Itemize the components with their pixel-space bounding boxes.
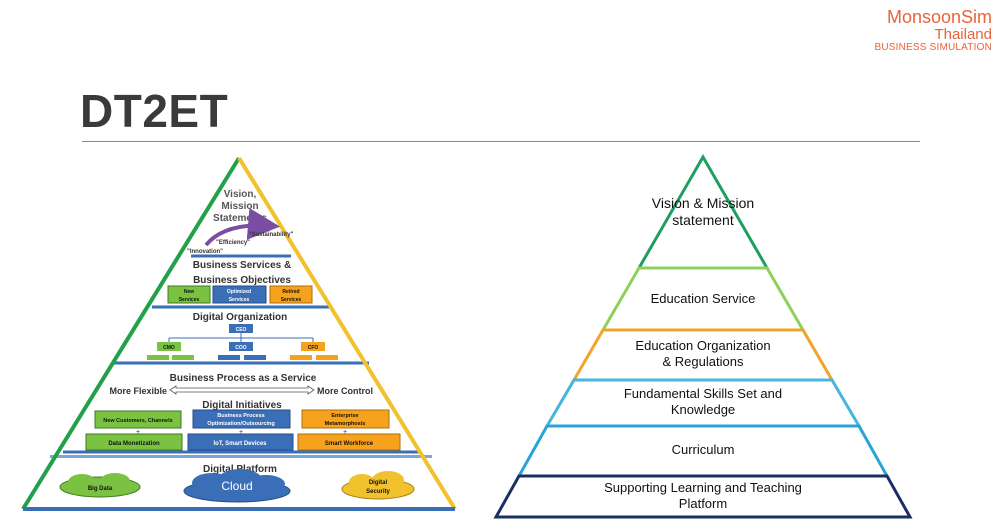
education-pyramid xyxy=(493,153,913,519)
cfo-box xyxy=(301,342,325,351)
new-services-box xyxy=(167,285,211,304)
apex-text-3: Statements xyxy=(213,213,267,224)
initiatives-title: Digital Initiatives xyxy=(202,400,282,411)
new-services-1: New xyxy=(184,289,194,295)
layer-6-text-1: Supporting Learning and Teaching xyxy=(604,480,802,495)
coo-label: COO xyxy=(235,345,247,351)
layer-1-text-1: Vision & Mission xyxy=(652,195,754,211)
process-optimization-2: Optimization/Outsourcing xyxy=(207,421,275,427)
services-title-1: Business Services & xyxy=(193,260,291,271)
ceo-box xyxy=(229,324,253,333)
cmo-sub xyxy=(147,355,169,360)
process-optimization-1: Business Process xyxy=(217,413,264,419)
more-flexible-label: More Flexible xyxy=(109,386,167,396)
smart-workforce-label: Smart Workforce xyxy=(325,441,374,447)
plus-icon: + xyxy=(136,429,140,436)
platform-band xyxy=(50,455,432,458)
enterprise-1: Enterprise xyxy=(331,413,358,419)
layer-3-text-1: Education Organization xyxy=(635,338,770,353)
iot-box xyxy=(187,433,294,451)
layer-6-text-2: Platform xyxy=(679,496,727,511)
plus-icon: + xyxy=(343,429,347,436)
quote-efficiency: "Efficiency" xyxy=(216,240,250,246)
cmo-label: CMO xyxy=(163,345,175,351)
optimized-services-2: Services xyxy=(229,297,250,303)
coo-box xyxy=(229,342,253,351)
pyramid-layer-platform xyxy=(493,474,913,519)
data-monetization-label: Data Monetization xyxy=(108,441,160,447)
retired-services-1: Retired xyxy=(282,289,299,295)
smart-workforce-box xyxy=(297,433,401,451)
apex-text-2: Mission xyxy=(221,201,258,212)
layer-4-text-1: Fundamental Skills Set and xyxy=(624,386,782,401)
big-data-cloud xyxy=(59,473,141,498)
new-services-2: Services xyxy=(179,297,200,303)
logo-line-3: BUSINESS SIMULATION xyxy=(874,41,992,53)
layer-2-text: Education Service xyxy=(651,291,756,306)
optimized-services-box xyxy=(212,285,267,304)
enterprise-box xyxy=(301,409,390,429)
logo-line-2: Thailand xyxy=(934,25,992,43)
coo-sub xyxy=(244,355,266,360)
plus-icon: + xyxy=(239,429,243,436)
process-title: Business Process as a Service xyxy=(170,373,317,384)
new-customers-box xyxy=(94,410,182,429)
coo-sub xyxy=(218,355,240,360)
digital-security-2: Security xyxy=(366,489,390,495)
apex-text-1: Vision, xyxy=(224,189,257,200)
layer-1-text-2: statement xyxy=(672,212,734,228)
flex-control-arrow xyxy=(169,385,315,395)
enterprise-2: Metamorphosis xyxy=(325,421,366,427)
brand-logo: MonsoonSim Thailand BUSINESS SIMULATION xyxy=(874,8,992,53)
optimized-services-1: Optimized xyxy=(227,289,251,295)
ceo-label: CEO xyxy=(236,327,247,333)
title-divider xyxy=(82,141,920,142)
cmo-sub xyxy=(172,355,194,360)
cfo-sub xyxy=(316,355,338,360)
quote-sustainability: "Sustainability" xyxy=(249,232,294,238)
retired-services-2: Services xyxy=(281,297,302,303)
iot-label: IoT, Smart Devices xyxy=(213,441,267,447)
cfo-label: CFO xyxy=(308,345,319,351)
vision-arrow xyxy=(204,208,280,247)
process-optimization-box xyxy=(192,409,291,429)
slide-title: DT2ET xyxy=(80,85,229,137)
services-title-2: Business Objectives xyxy=(193,275,291,286)
cloud-label: Cloud xyxy=(221,479,252,493)
layer-5-text: Curriculum xyxy=(672,442,735,457)
logo-line-1: MonsoonSim xyxy=(886,7,992,27)
data-monetization-box xyxy=(85,433,183,451)
pyramid-left-edge xyxy=(21,156,241,511)
digital-security-cloud xyxy=(341,471,415,500)
more-control-label: More Control xyxy=(317,386,373,396)
retired-services-box xyxy=(269,285,313,304)
quote-innovation: "Innovation" xyxy=(187,249,223,255)
layer-4-text-2: Knowledge xyxy=(671,402,735,417)
cmo-box xyxy=(157,342,181,351)
organization-title: Digital Organization xyxy=(193,312,287,323)
new-customers-label: New Customers, Channels xyxy=(103,418,172,424)
big-data-label: Big Data xyxy=(88,486,113,492)
cloud-cloud xyxy=(183,469,291,503)
layer-3-text-2: & Regulations xyxy=(663,354,744,369)
digital-security-1: Digital xyxy=(369,480,388,486)
cfo-sub xyxy=(290,355,312,360)
